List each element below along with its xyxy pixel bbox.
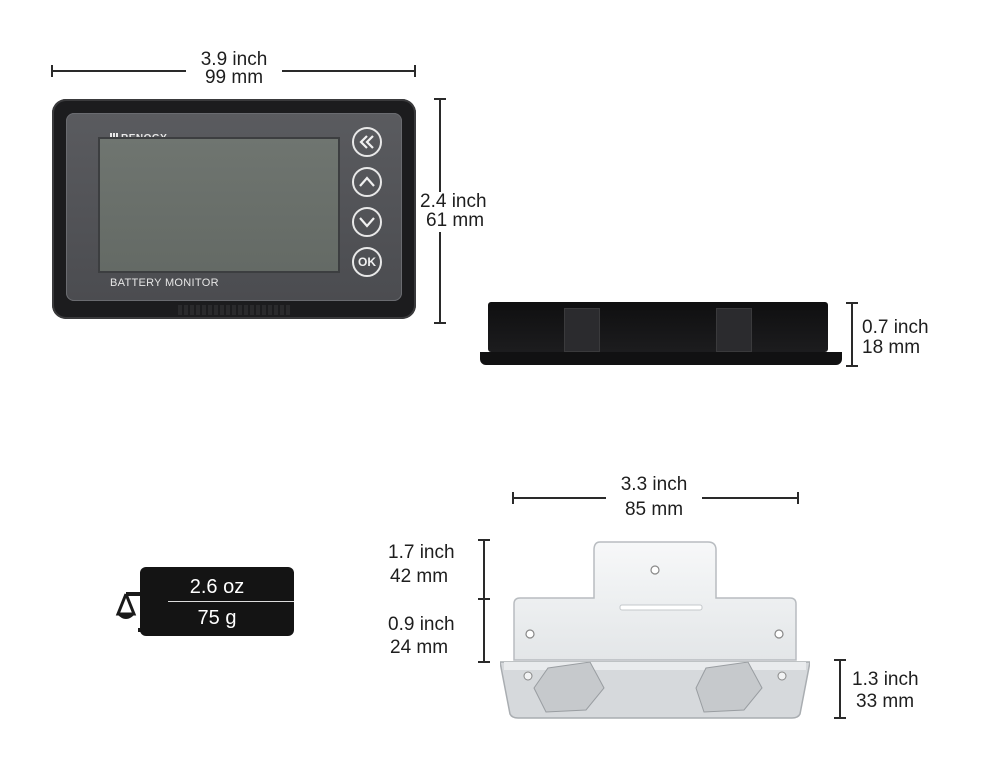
dimension-tick xyxy=(834,659,846,661)
label-backdrop xyxy=(606,474,702,518)
side-base xyxy=(480,352,842,365)
lcd-screen xyxy=(98,137,340,273)
side-body xyxy=(488,302,828,352)
vent-strip xyxy=(178,305,290,315)
front-width-inch: 3.9 inch xyxy=(200,49,268,70)
bracket-width-mm: 85 mm xyxy=(624,499,684,520)
front-height-inch: 2.4 inch xyxy=(420,191,487,212)
ok-button-label: OK xyxy=(358,255,376,269)
chevron-down-icon xyxy=(359,217,375,228)
label-backdrop xyxy=(420,192,498,232)
side-clip xyxy=(716,308,752,352)
double-chevron-left-icon xyxy=(359,135,374,149)
monitor-bezel: RENOGY BATTERY MONITOR OK xyxy=(66,113,402,301)
dimension-tick xyxy=(414,65,416,77)
bracket-upper-mm: 42 mm xyxy=(390,566,449,587)
side-depth-inch: 0.7 inch xyxy=(862,317,929,338)
dimension-tick xyxy=(478,661,490,663)
ok-button[interactable]: OK xyxy=(352,247,382,277)
model-label: BATTERY MONITOR xyxy=(110,277,219,289)
dimension-tick xyxy=(51,65,53,77)
dimension-line xyxy=(851,303,853,366)
up-button[interactable] xyxy=(352,167,382,197)
weight-g: 75 g xyxy=(197,607,237,629)
bracket-upper-inch: 1.7 inch xyxy=(388,542,455,563)
chevron-up-icon xyxy=(359,176,375,187)
battery-monitor-side xyxy=(480,302,842,366)
battery-monitor-front: RENOGY BATTERY MONITOR OK xyxy=(52,99,416,319)
dimension-line xyxy=(483,540,485,662)
label-backdrop xyxy=(186,50,282,88)
bracket-lower-inch: 0.9 inch xyxy=(388,614,455,635)
dimension-tick xyxy=(512,492,514,504)
acrylic-bracket xyxy=(500,541,810,719)
down-button[interactable] xyxy=(352,207,382,237)
front-height-mm: 61 mm xyxy=(426,210,485,231)
bracket-depth-inch: 1.3 inch xyxy=(852,669,919,690)
dimension-tick xyxy=(434,322,446,324)
bracket-width-inch: 3.3 inch xyxy=(620,474,688,495)
dimension-tick xyxy=(834,717,846,719)
side-clip xyxy=(564,308,600,352)
dimension-tick xyxy=(846,302,858,304)
dimension-tick xyxy=(434,98,446,100)
dimension-tick xyxy=(846,365,858,367)
front-width-mm: 99 mm xyxy=(204,67,264,88)
bracket-depth-mm: 33 mm xyxy=(856,691,915,712)
dimension-tick xyxy=(478,598,490,600)
dimension-tick xyxy=(478,539,490,541)
dimension-tick xyxy=(797,492,799,504)
dimension-line xyxy=(839,660,841,718)
weight-divider xyxy=(168,601,294,602)
side-depth-mm: 18 mm xyxy=(862,337,921,358)
weight-oz: 2.6 oz xyxy=(189,576,245,598)
back-button[interactable] xyxy=(352,127,382,157)
weight-panel: 2.6 oz 75 g xyxy=(140,567,294,636)
bracket-lower-mm: 24 mm xyxy=(390,637,449,658)
